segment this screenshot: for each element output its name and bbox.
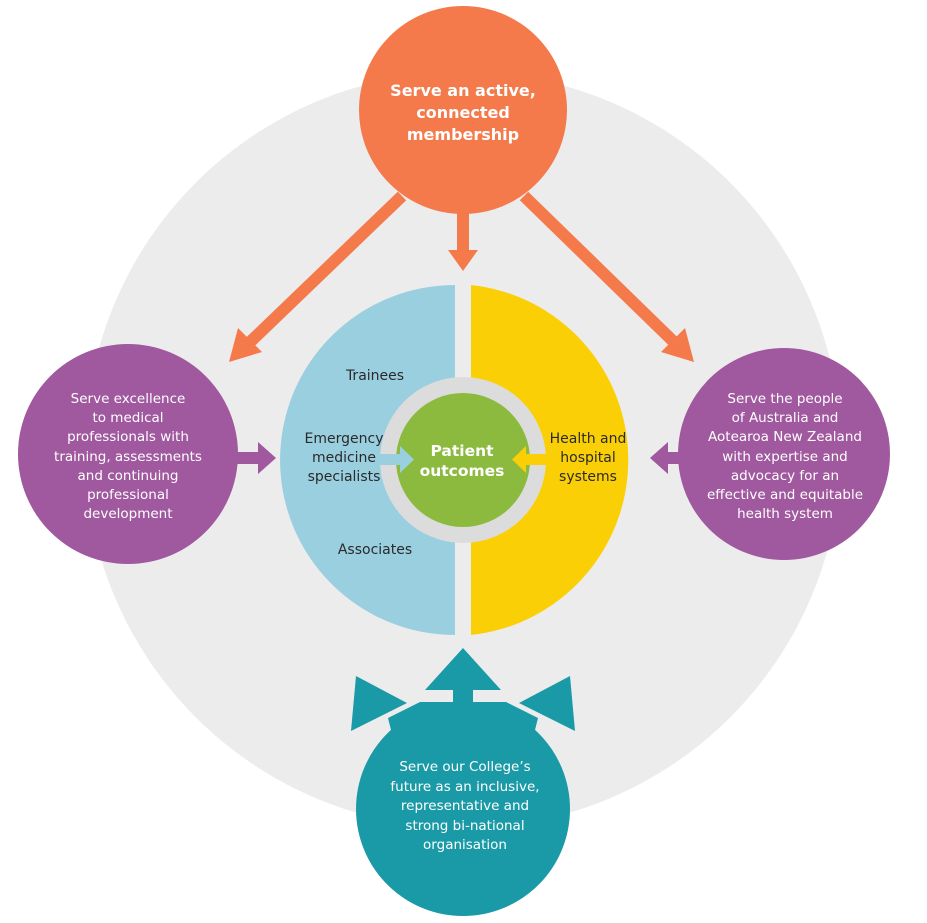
patient-outcomes-label: Patient outcomes <box>398 441 526 481</box>
goal-college-future-label: Serve our College’s future as an inclusiv… <box>355 758 575 856</box>
label-line: training, assessments <box>54 448 202 465</box>
label-line: professionals with <box>67 429 189 446</box>
label-line: and continuing <box>77 467 179 484</box>
left-arrowhead <box>258 442 276 474</box>
label-line: systems <box>559 469 617 485</box>
label-line: Serve our College’s <box>399 759 531 775</box>
right-arrowhead <box>650 442 668 474</box>
label-line: Serve excellence <box>70 391 186 407</box>
arrowhead-right <box>661 328 694 362</box>
inner-arrow-yellow-shaft <box>524 454 546 465</box>
inner-arrow-blue-shaft <box>380 454 402 465</box>
left-arrow-shaft <box>236 452 260 464</box>
goal-circle-professionals <box>18 344 238 564</box>
associates-label: Associates <box>320 541 430 559</box>
label-line: to medical <box>92 410 164 427</box>
stakeholder-half-blue <box>280 285 455 635</box>
label-line: advocacy for an <box>730 467 840 484</box>
label-line: health system <box>737 506 833 523</box>
label-line: future as an inclusive, <box>390 778 540 795</box>
label-line: of Australia and <box>731 410 839 427</box>
label-line: development <box>83 506 173 523</box>
specialists-label: Emergency medicine specialists <box>286 430 402 487</box>
goal-circle-membership <box>359 6 567 214</box>
arrow-shaft-left <box>241 191 407 351</box>
inner-arrowhead-yellow <box>512 446 526 473</box>
membership-arrows <box>229 191 694 362</box>
label-line: Health and <box>549 431 627 447</box>
label-line: representative and <box>400 798 530 815</box>
label-line: hospital <box>560 450 616 466</box>
goal-circle-college-future <box>356 702 570 916</box>
label-line: connected <box>416 103 510 122</box>
label-line: with expertise and <box>722 448 848 465</box>
arrowhead-left <box>229 328 262 362</box>
arrow-shaft-right <box>519 191 683 351</box>
label-line: membership <box>406 125 520 144</box>
trident-right-head <box>519 676 575 731</box>
label-line: Serve an active, <box>390 81 536 100</box>
inner-arrows <box>380 446 546 473</box>
label-line: Aotearoa New Zealand <box>708 429 862 446</box>
label-line: outcomes <box>419 462 505 480</box>
label-line: Serve the people <box>727 391 843 407</box>
patient-outcomes-circle <box>396 393 530 527</box>
label-line: effective and equitable <box>706 487 864 504</box>
label-line: Emergency <box>304 431 384 447</box>
trident-left-head <box>351 676 407 731</box>
label-line: professional <box>87 487 169 504</box>
arrowhead-center <box>448 250 478 271</box>
label-line: Patient <box>430 442 494 460</box>
goal-circle-people <box>678 348 890 560</box>
label-line: Trainees <box>345 368 405 384</box>
label-line: strong bi-national <box>405 817 525 834</box>
trident-centre-head <box>425 648 501 690</box>
stakeholder-half-yellow <box>471 285 629 635</box>
inner-arrowhead-blue <box>400 446 414 473</box>
label-line: organisation <box>423 837 507 854</box>
trainees-label: Trainees <box>320 367 430 385</box>
goal-professionals-label: Serve excellence to medical professionals … <box>28 390 228 524</box>
health-systems-label: Health and hospital systems <box>536 430 640 487</box>
label-line: medicine <box>311 450 377 466</box>
label-line: specialists <box>307 469 381 485</box>
label-line: Associates <box>337 542 413 558</box>
goal-membership-label: Serve an active, connected membership <box>360 80 566 146</box>
